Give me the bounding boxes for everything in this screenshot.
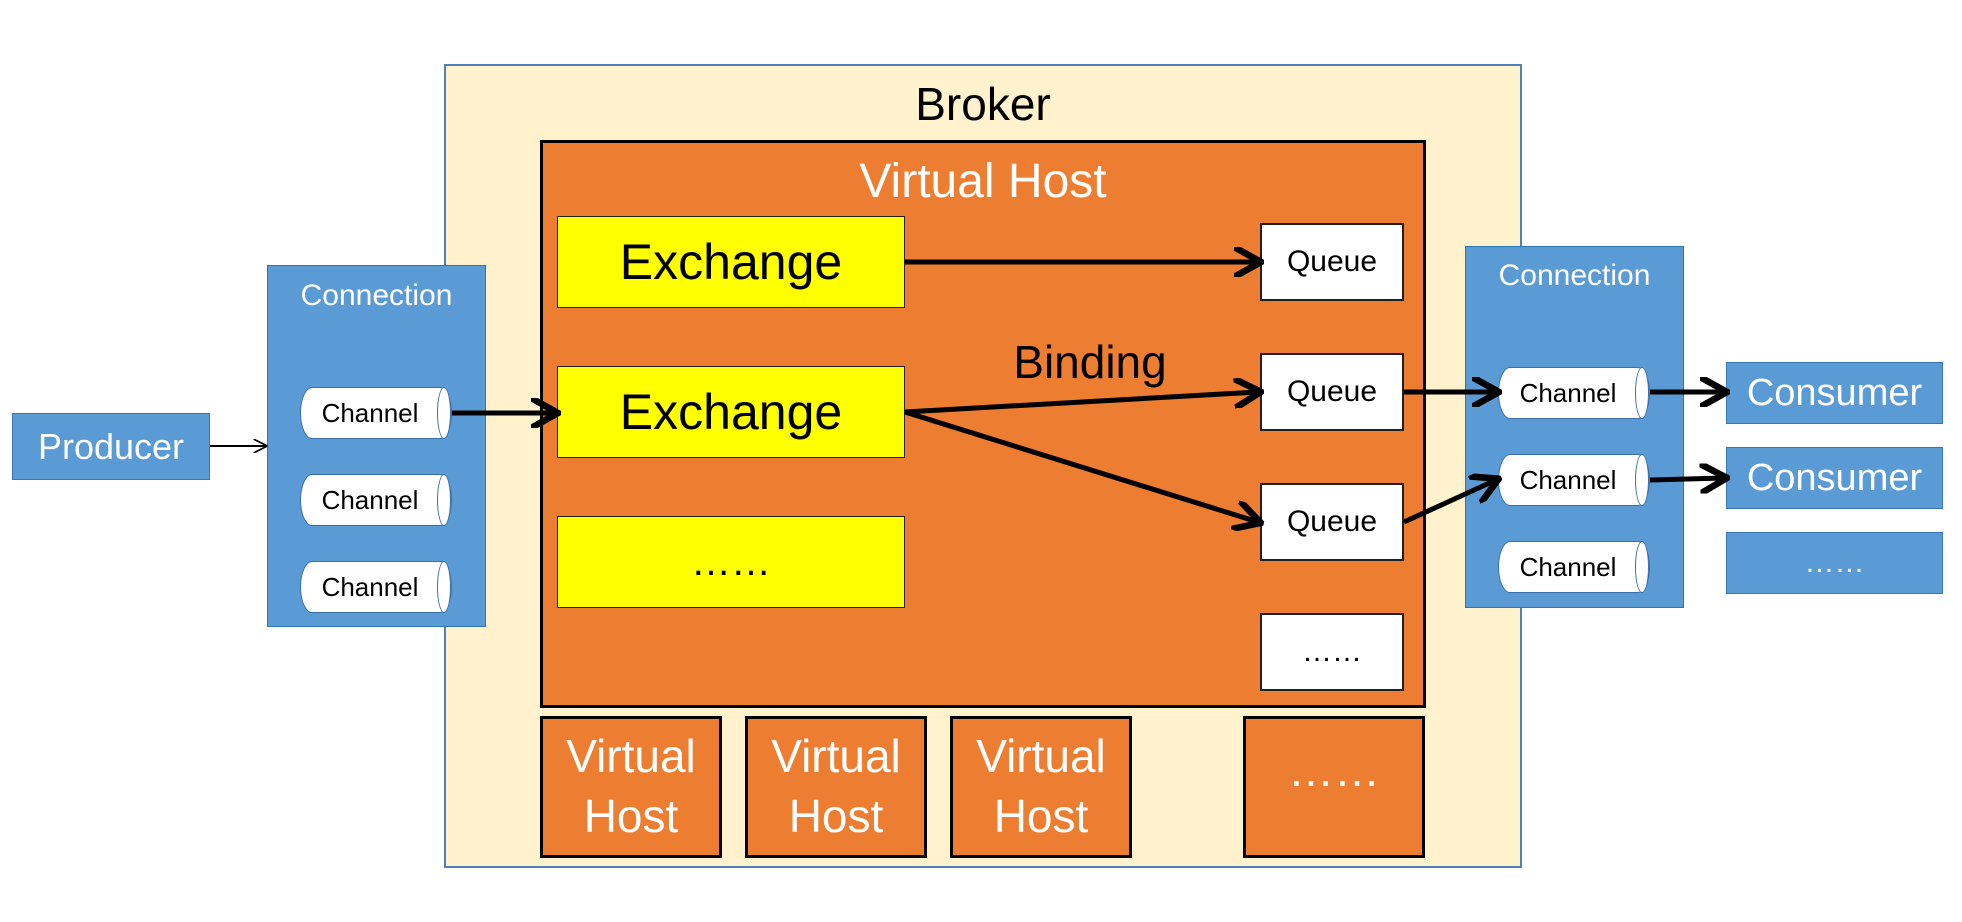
arrow-exchange2-to-queue2 [904,392,1258,415]
consumer-more: …… [1726,532,1943,594]
queue-2: Queue [1260,353,1404,431]
consumer-2: Consumer [1726,447,1943,509]
consumer-connection-title: Connection [1498,259,1651,292]
broker-title: Broker [915,78,1051,130]
virtual-host-small-2: Virtual Host [745,716,927,858]
consumer-1: Consumer [1726,362,1943,424]
exchange-more: …… [557,516,905,608]
producer-channel-3: Channel [300,561,452,613]
producer-box: Producer [12,413,210,480]
channel-label: Channel [321,484,419,515]
exchange-2: Exchange [557,366,905,458]
channel-label: Channel [1519,377,1617,408]
consumer-channel-1: Channel [1498,367,1650,419]
channel-label: Channel [321,397,419,428]
consumer-channel-3: Channel [1498,541,1650,593]
queue-3: Queue [1260,483,1404,561]
arrow-queue3-to-channel [1402,480,1496,525]
queue-more: …… [1260,613,1404,691]
virtual-host-small-1: Virtual Host [540,716,722,858]
arrow-channel2-to-consumer [1649,478,1724,480]
channel-label: Channel [1519,551,1617,582]
producer-channel-2: Channel [300,474,452,526]
producer-connection-title: Connection [300,279,453,312]
virtual-host-small-3: Virtual Host [950,716,1132,858]
arrow-exchange2-to-queue3 [904,409,1258,522]
virtual-host-small-more: …… [1243,716,1425,858]
channel-label: Channel [1519,464,1617,495]
exchange-1: Exchange [557,216,905,308]
binding-label: Binding [1013,336,1167,388]
channel-label: Channel [321,571,419,602]
consumer-channel-2: Channel [1498,454,1650,506]
virtual-host-title: Virtual Host [859,154,1107,208]
producer-channel-1: Channel [300,387,452,439]
